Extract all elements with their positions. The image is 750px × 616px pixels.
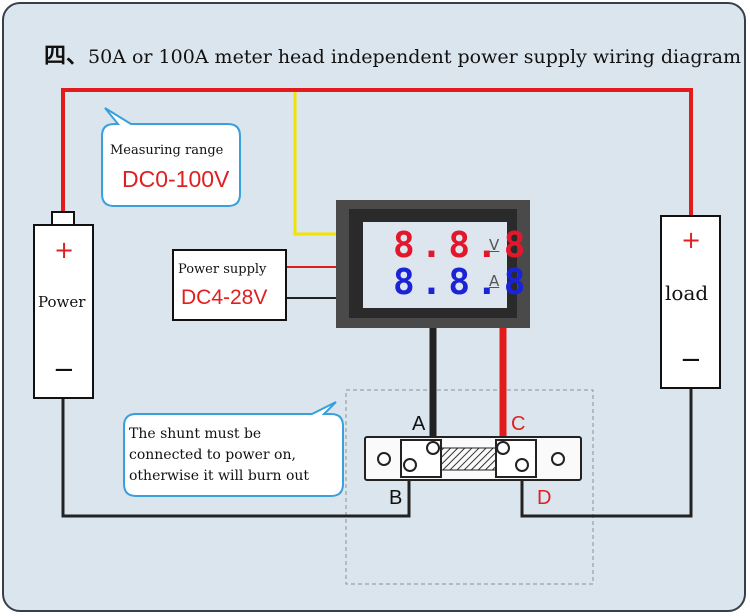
title-separator: 、 — [66, 44, 89, 69]
shunt-note-line2: connected to power on, — [129, 447, 296, 463]
terminal-label-a: A — [412, 413, 426, 435]
battery-cap — [51, 211, 75, 227]
measuring-range-value: DC0-100V — [122, 166, 230, 192]
battery-minus: − — [53, 355, 75, 385]
red-wire-top — [61, 88, 693, 217]
terminal-screw-c — [496, 441, 510, 455]
load-label: load — [665, 281, 709, 305]
terminal-label-c: C — [511, 413, 526, 435]
shunt-note-line1: The shunt must be — [129, 426, 262, 442]
yellow-wire — [293, 92, 340, 236]
measuring-range-label: Measuring range — [110, 143, 224, 158]
load-plus: + — [681, 226, 702, 254]
terminal-screw-d — [515, 458, 529, 472]
shunt-note-callout — [123, 401, 344, 497]
shunt-area-outline — [345, 389, 594, 585]
terminal-label-d: D — [537, 487, 552, 509]
power-supply-label: Power supply — [178, 262, 267, 277]
load-minus: − — [680, 345, 702, 375]
terminal-screw-a — [426, 441, 440, 455]
power-supply-value: DC4-28V — [181, 286, 268, 309]
shunt-mount-hole-left — [377, 452, 391, 466]
title-text: 50A or 100A meter head independent power… — [88, 46, 741, 68]
current-unit: A — [489, 272, 500, 290]
terminal-screw-b — [403, 458, 417, 472]
black-wire-battery-to-b — [61, 398, 411, 518]
load-body — [660, 215, 721, 389]
meter-screen — [363, 222, 507, 308]
shunt-note-line3: otherwise it will burn out — [129, 468, 310, 484]
shunt-resistor-strip — [440, 447, 497, 471]
power-supply-box — [172, 249, 287, 321]
title-prefix: 四 — [44, 44, 67, 69]
battery-label: Power — [38, 293, 86, 311]
current-display: 8.8.8 — [393, 262, 532, 303]
battery-body — [33, 224, 94, 399]
diagram-title: 四、50A or 100A meter head independent pow… — [44, 38, 744, 70]
terminal-label-b: B — [389, 487, 403, 509]
shunt-mount-hole-right — [551, 452, 565, 466]
black-wire-d-to-load — [520, 388, 693, 518]
measuring-range-callout — [101, 107, 241, 207]
voltage-unit: V — [489, 236, 500, 254]
voltage-display: 8.8.8 — [393, 225, 532, 266]
battery-plus: + — [54, 236, 75, 264]
